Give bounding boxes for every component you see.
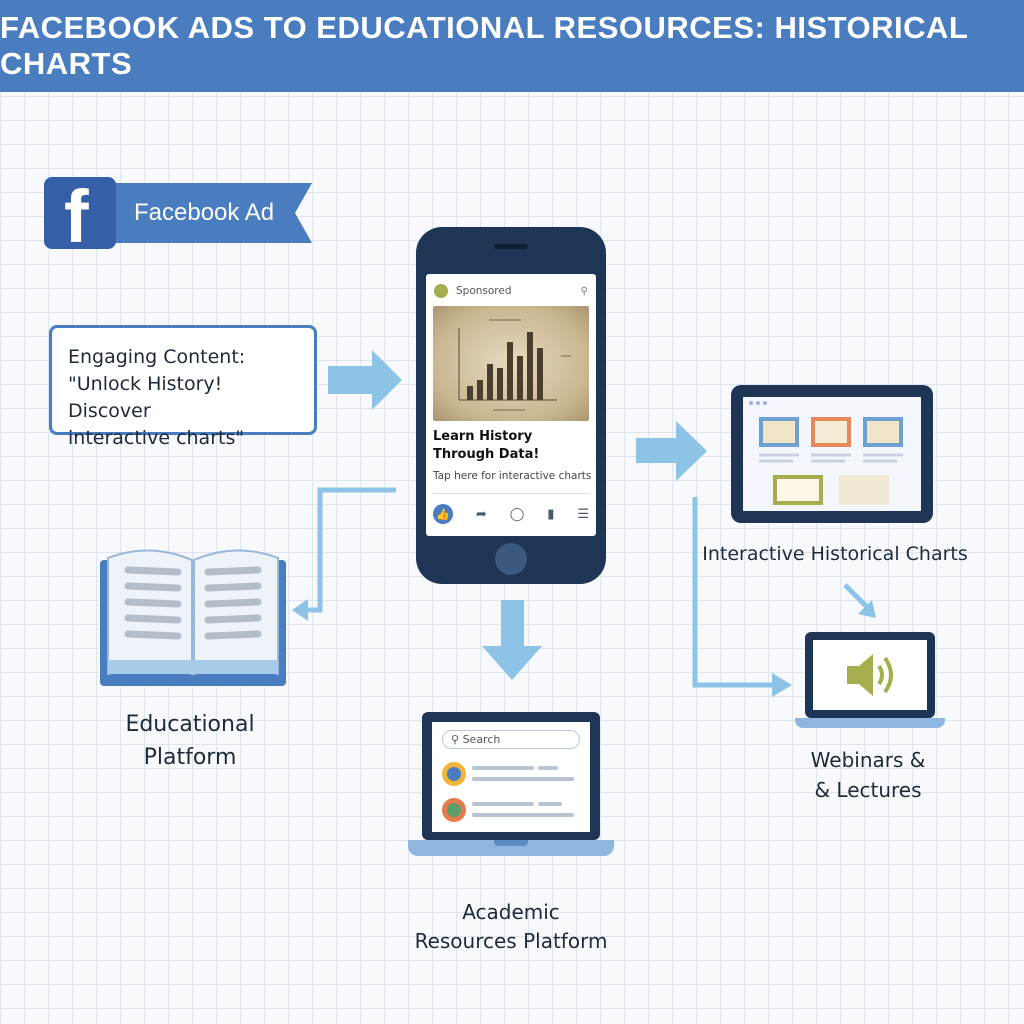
facebook-ad-post[interactable]: Sponsored ⚲	[426, 274, 596, 536]
educational-platform-label: Educational Platform	[125, 712, 255, 770]
arrow-tablet-to-webinars	[692, 497, 775, 688]
search-placeholder: Search	[462, 733, 501, 746]
webinars-label: Webinars & & Lectures	[810, 748, 926, 802]
search-input[interactable]: ⚲ Search	[442, 730, 580, 749]
facebook-ad-ribbon: Facebook Ad	[100, 183, 312, 243]
menu-icon[interactable]: ☰	[577, 506, 589, 522]
save-icon[interactable]: ▮	[547, 506, 555, 522]
laptop-screen: ⚲ Search	[422, 712, 600, 840]
speaker-icon	[847, 654, 893, 696]
search-results	[442, 762, 574, 822]
arrow-phone-to-tablet	[636, 421, 707, 481]
academic-platform-label: Academic Resources Platform	[414, 900, 608, 953]
search-icon[interactable]: ⚲	[580, 285, 588, 297]
academic-laptop: ⚲ Search	[408, 712, 614, 860]
laptop-base	[408, 840, 614, 856]
header-bar: FACEBOOK ADS TO EDUCATIONAL RESOURCES: H…	[0, 0, 1024, 92]
engaging-content-quote-2: interactive charts"	[68, 427, 245, 449]
share-icon[interactable]: ➦	[475, 506, 487, 522]
page-title: FACEBOOK ADS TO EDUCATIONAL RESOURCES: H…	[0, 10, 968, 81]
like-icon[interactable]: 👍	[433, 504, 453, 524]
book-icon	[100, 540, 286, 688]
ad-action-bar: 👍 ➦ ◯ ▮ ☰	[433, 503, 589, 525]
ad-headline[interactable]: Learn History Through Data!	[433, 429, 540, 462]
engaging-content-quote-1: "Unlock History! Discover	[68, 373, 223, 422]
arrow-engage-to-phone	[328, 350, 402, 410]
chart-thumbnails	[749, 401, 903, 505]
tablet-screen[interactable]	[743, 397, 921, 511]
engaging-content-box: Engaging Content: "Unlock History! Disco…	[49, 325, 317, 449]
engaging-content-heading: Engaging Content:	[68, 346, 246, 368]
search-icon: ⚲	[451, 733, 463, 746]
ad-call-to-action[interactable]: Tap here for interactive charts	[433, 470, 592, 482]
arrow-phone-to-education	[305, 487, 396, 613]
interactive-charts-label: Interactive Historical Charts	[702, 543, 968, 565]
vintage-bar-chart-illustration	[458, 319, 571, 411]
ad-chart-image[interactable]	[433, 306, 589, 421]
home-button[interactable]	[495, 543, 527, 575]
divider	[433, 493, 589, 494]
comment-icon[interactable]: ◯	[509, 506, 525, 522]
phone-speaker	[494, 244, 528, 249]
smartphone: Sponsored ⚲	[416, 227, 606, 584]
arrow-phone-to-academic	[482, 600, 542, 680]
advertiser-avatar	[434, 284, 448, 298]
facebook-ad-label: Facebook Ad	[134, 199, 275, 226]
arrow-charts-to-webinars	[843, 583, 870, 610]
facebook-logo-icon: f	[44, 177, 116, 257]
sponsored-label: Sponsored	[456, 285, 512, 297]
webinars-laptop	[795, 632, 945, 728]
tablet	[731, 385, 933, 523]
